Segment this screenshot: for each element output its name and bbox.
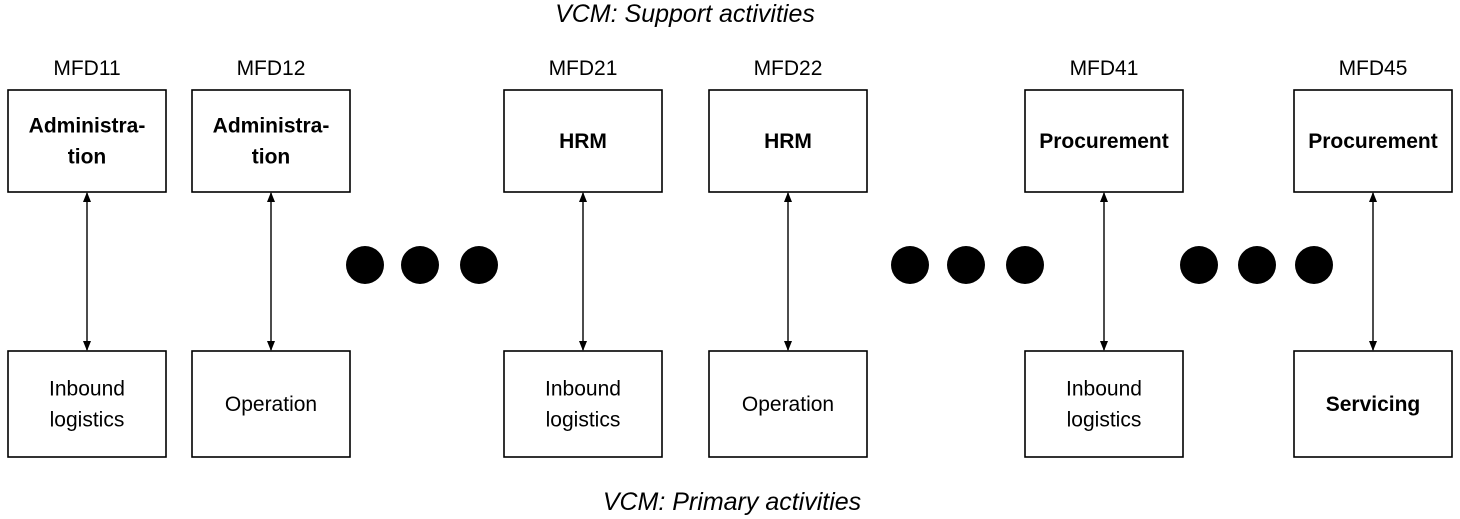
ellipsis-dot xyxy=(1180,246,1218,284)
support-activity-label-line-1: HRM xyxy=(559,130,607,153)
support-activity-label-line-1: Administra- xyxy=(213,115,330,138)
primary-activity-box xyxy=(191,350,351,458)
primary-activity-label-line-1: Operation xyxy=(225,393,317,416)
ellipsis-group-2 xyxy=(891,246,1044,284)
ellipsis-dot xyxy=(947,246,985,284)
columns-group: MFD11Administra-tionInboundlogisticsMFD1… xyxy=(7,57,1453,458)
primary-activity-label-line-1: Inbound xyxy=(49,378,125,401)
ellipsis-group-3 xyxy=(1180,246,1333,284)
primary-activity-box xyxy=(503,350,663,458)
column-code-label: MFD41 xyxy=(1070,57,1139,80)
ellipsis-dot xyxy=(1295,246,1333,284)
column-code-label: MFD21 xyxy=(549,57,618,80)
ellipsis-group-1 xyxy=(346,246,498,284)
column-code-label: MFD45 xyxy=(1339,57,1408,80)
primary-activity-box xyxy=(1024,350,1184,458)
ellipsis-dot xyxy=(401,246,439,284)
support-activity-label-line-1: Administra- xyxy=(29,115,146,138)
primary-activity-box xyxy=(7,350,167,458)
ellipsis-dot xyxy=(1238,246,1276,284)
primary-activity-label-line-2: logistics xyxy=(50,409,125,432)
support-activity-box xyxy=(708,89,868,193)
support-activity-label-line-1: Procurement xyxy=(1308,130,1438,153)
ellipsis-dot xyxy=(346,246,384,284)
primary-activity-label-line-1: Inbound xyxy=(545,378,621,401)
primary-activity-box xyxy=(708,350,868,458)
support-activity-label-line-2: tion xyxy=(252,146,290,169)
primary-activity-label-line-2: logistics xyxy=(546,409,621,432)
support-activity-box xyxy=(503,89,663,193)
column-code-label: MFD11 xyxy=(53,57,120,80)
support-activity-label-line-1: HRM xyxy=(764,130,812,153)
ellipsis-dot xyxy=(891,246,929,284)
primary-activity-box xyxy=(1293,350,1453,458)
column-code-label: MFD12 xyxy=(237,57,306,80)
support-activity-label-line-1: Procurement xyxy=(1039,130,1169,153)
column-code-label: MFD22 xyxy=(754,57,823,80)
primary-activity-label-line-1: Operation xyxy=(742,393,834,416)
ellipsis-dots-group xyxy=(346,246,1333,284)
support-activity-box xyxy=(1293,89,1453,193)
primary-activities-title: VCM: Primary activities xyxy=(603,488,861,516)
support-activities-title: VCM: Support activities xyxy=(555,0,815,28)
primary-activity-label-line-2: logistics xyxy=(1067,409,1142,432)
ellipsis-dot xyxy=(460,246,498,284)
support-activity-box xyxy=(1024,89,1184,193)
primary-activity-label-line-1: Inbound xyxy=(1066,378,1142,401)
support-activity-label-line-2: tion xyxy=(68,146,106,169)
ellipsis-dot xyxy=(1006,246,1044,284)
support-activity-box xyxy=(7,89,167,193)
support-activity-box xyxy=(191,89,351,193)
primary-activity-label-line-1: Servicing xyxy=(1326,393,1421,416)
